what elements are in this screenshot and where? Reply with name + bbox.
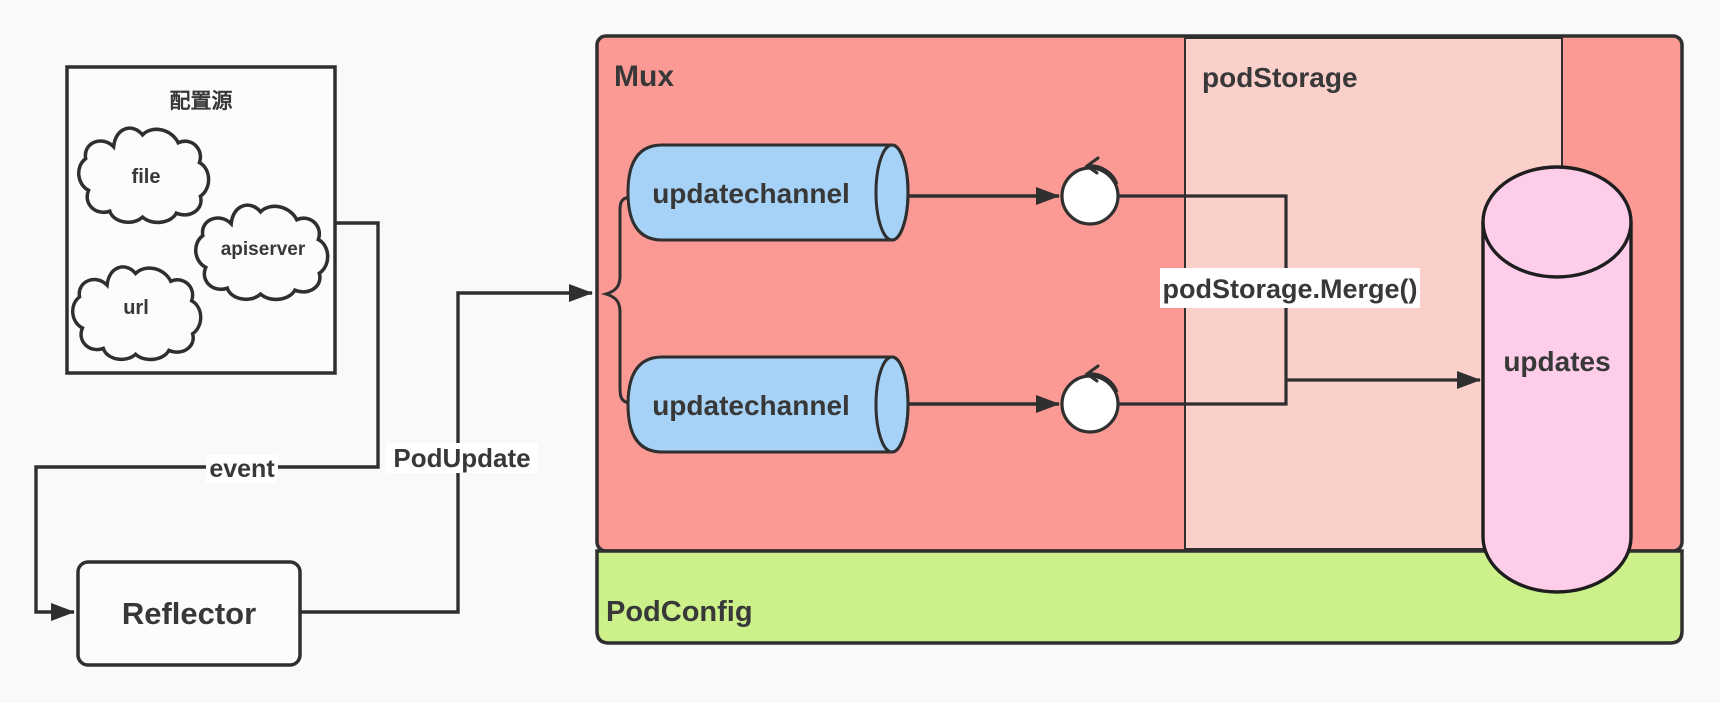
loop-arrow-icon — [1088, 372, 1119, 393]
updatechannel-top-label: updatechannel — [652, 178, 850, 209]
updates-label: updates — [1503, 346, 1610, 377]
podstorage-title: podStorage — [1202, 62, 1358, 93]
podconfig-title: PodConfig — [606, 596, 753, 628]
edge-label-event: event — [206, 455, 278, 483]
updatechannel-top: updatechannel — [626, 143, 910, 242]
cloud-file-label: file — [132, 166, 161, 188]
cloud-apiserver-label: apiserver — [221, 239, 306, 260]
event-label: event — [209, 455, 275, 483]
updatechannel-bottom: updatechannel — [626, 355, 910, 454]
podupdate-label: PodUpdate — [393, 443, 530, 473]
updates-cylinder: updates — [1481, 165, 1633, 594]
edge-label-merge: podStorage.Merge() — [1160, 268, 1420, 308]
mux-title: Mux — [614, 60, 674, 93]
loop-arrow-icon — [1088, 164, 1119, 185]
edge-label-podupdate: PodUpdate — [386, 443, 538, 473]
loop-arrowhead-icon — [1084, 156, 1100, 175]
loop-node-bottom — [1060, 364, 1120, 434]
cloud-url: url — [70, 265, 203, 362]
reflector-label: Reflector — [122, 596, 256, 631]
config-source-title: 配置源 — [170, 90, 233, 113]
cloud-url-label: url — [123, 297, 149, 319]
cloud-file: file — [76, 126, 211, 225]
podconfig-box — [595, 549, 1684, 645]
merge-label: podStorage.Merge() — [1162, 274, 1417, 304]
cloud-apiserver: apiserver — [193, 203, 330, 302]
mux-fanout-brace — [600, 195, 631, 405]
loop-arrowhead-icon — [1084, 364, 1100, 383]
updatechannel-bottom-label: updatechannel — [652, 390, 850, 421]
